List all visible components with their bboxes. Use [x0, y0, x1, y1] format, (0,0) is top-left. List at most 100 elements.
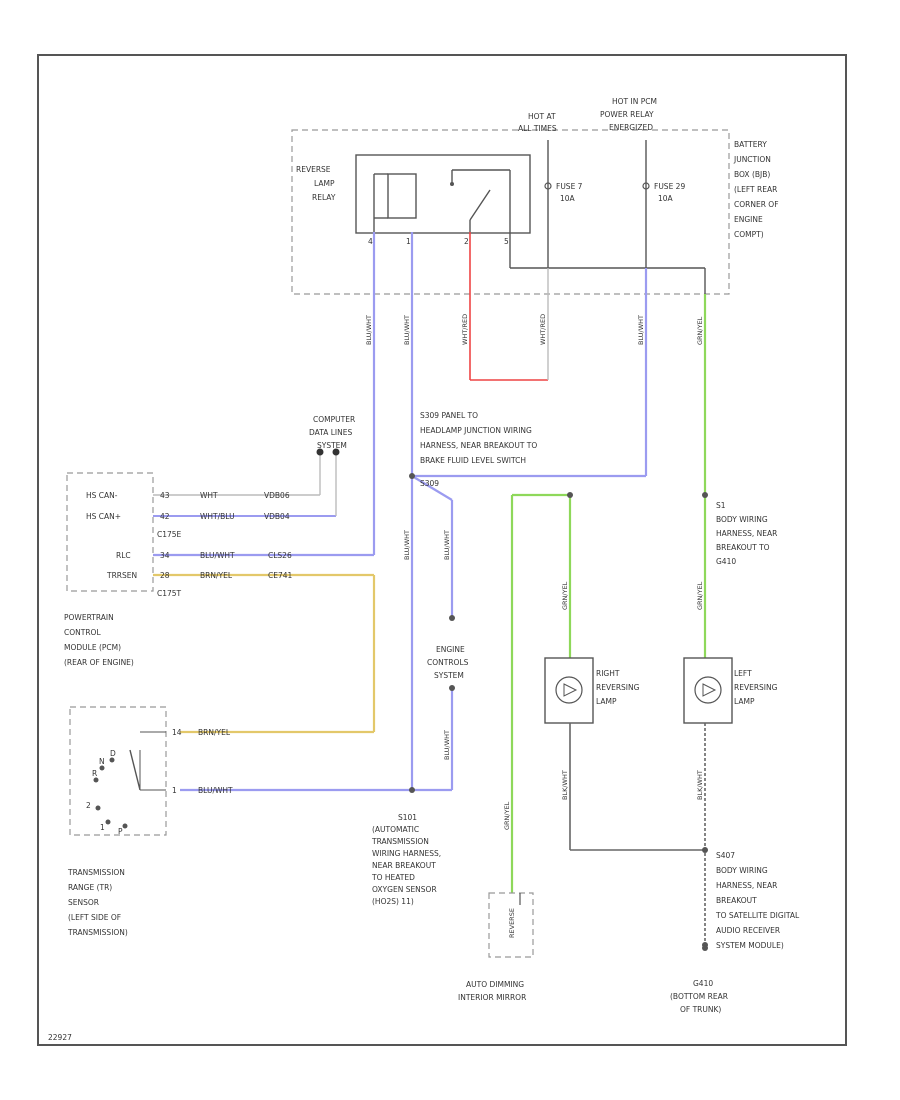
pcm-row1-pin: 43 [160, 491, 170, 500]
trs-color-1: BLU/WHT [198, 786, 233, 795]
pcm-row4-pin: 34 [160, 551, 170, 560]
pcm-box [66, 472, 154, 592]
relay-pin-1: 1 [406, 237, 411, 246]
wire-label-7: BLU/WHT [403, 530, 411, 560]
reference-code: 22927 [48, 1033, 72, 1042]
trs-pos-n: N [99, 757, 105, 766]
wire-label-4: WHT/RED [539, 314, 547, 345]
wire-label-5: BLU/WHT [637, 315, 645, 345]
engine-controls-3: SYSTEM [434, 671, 464, 680]
pcm-row2-color: WHT/BLU [200, 512, 235, 521]
trs-pos-r: R [92, 769, 97, 778]
pcm-row2-circuit: VDB04 [264, 512, 290, 521]
engine-controls-1: ENGINE [436, 645, 465, 654]
fuse7-line1: FUSE 7 [556, 182, 583, 191]
pcm-row2-label: HS CAN+ [86, 512, 121, 521]
wire-label-11: GRN/YEL [503, 801, 511, 830]
s101-3: TRANSMISSION [371, 837, 429, 846]
bjb-line5: CORNER OF [734, 200, 779, 209]
wire-label-13: BLK/WHT [696, 770, 704, 800]
s407-1: S407 [716, 851, 735, 860]
hot-pcm-line3: ENERGIZED [609, 123, 653, 132]
pcm-row1-circuit: VDB06 [264, 491, 290, 500]
cdl-line3: SYSTEM [317, 441, 347, 450]
s407-6: AUDIO RECEIVER [716, 926, 780, 935]
bjb-line7: COMPT) [734, 230, 764, 239]
pcm-row3-circuit: C175E [157, 530, 182, 539]
g410-3: OF TRUNK) [680, 1005, 721, 1014]
trs-box [69, 706, 167, 836]
hot-all-times-line1: HOT AT [528, 112, 556, 121]
wire-label-10: GRN/YEL [696, 581, 704, 610]
left-lamp-2: REVERSING [734, 683, 778, 692]
mirror-caption-2: INTERIOR MIRROR [458, 993, 526, 1002]
g410-2: (BOTTOM REAR [670, 992, 728, 1001]
bjb-line4: (LEFT REAR [734, 185, 777, 194]
pcm-row1-label: HS CAN- [86, 491, 118, 500]
wire-label-6: GRN/YEL [696, 316, 704, 345]
bjb-line1: BATTERY [734, 140, 767, 149]
right-lamp-1: RIGHT [596, 669, 620, 678]
left-lamp-1: LEFT [734, 669, 752, 678]
wire-label-8: BLU/WHT [443, 530, 451, 560]
relay-pin-4: 4 [368, 237, 373, 246]
s101-2: (AUTOMATIC [372, 825, 419, 834]
wire-label-1: BLU/WHT [365, 315, 373, 345]
fuse29-line2: 10A [658, 194, 674, 203]
pcm-caption-1: POWERTRAIN [64, 613, 114, 622]
wire-label-2: BLU/WHT [403, 315, 411, 345]
trs-caption-5: TRANSMISSION) [67, 928, 128, 937]
bjb-line3: BOX (BJB) [734, 170, 770, 179]
wire-label-9: GRN/YEL [561, 581, 569, 610]
trs-caption-4: (LEFT SIDE OF [68, 913, 121, 922]
pcm-row4-circuit: CLS26 [268, 551, 292, 560]
s1-5: G410 [716, 557, 736, 566]
hot-pcm-line2: POWER RELAY [600, 110, 654, 119]
hot-all-times-line2: ALL TIMES [518, 124, 557, 133]
mirror-reverse-label: REVERSE [508, 908, 516, 938]
s309-line2: HEADLAMP JUNCTION WIRING [420, 426, 532, 435]
pcm-row6-circuit: C175T [157, 589, 182, 598]
s101-4: WIRING HARNESS, [372, 849, 441, 858]
s309-line1: S309 PANEL TO [420, 411, 478, 420]
engine-controls-2: CONTROLS [427, 658, 469, 667]
trs-pos-p: P [118, 827, 123, 836]
s407-4: BREAKOUT [716, 896, 757, 905]
trs-pin-14: 14 [172, 728, 182, 737]
relay-pin-5: 5 [504, 237, 509, 246]
s407-3: HARNESS, NEAR [716, 881, 777, 890]
right-lamp-3: LAMP [596, 697, 617, 706]
trs-caption-3: SENSOR [68, 898, 99, 907]
trs-pos-2: 2 [86, 801, 91, 810]
s1-2: BODY WIRING [716, 515, 768, 524]
s101-7: OXYGEN SENSOR [372, 885, 437, 894]
splice-s309 [409, 473, 415, 479]
pcm-row5-label: TRRSEN [106, 571, 137, 580]
pcm-caption-3: MODULE (PCM) [64, 643, 121, 652]
reverse-lamp-relay [355, 154, 531, 234]
battery-junction-box [291, 129, 730, 295]
s1-3: HARNESS, NEAR [716, 529, 777, 538]
relay-switch [469, 189, 491, 221]
trs-pos-1: 1 [100, 823, 105, 832]
bjb-line2: JUNCTION [733, 155, 771, 164]
fuse29-symbol [642, 182, 650, 190]
left-reversing-lamp [683, 657, 733, 724]
auto-dimming-mirror-box [488, 892, 534, 958]
wire-label-12: BLK/WHT [561, 770, 569, 800]
pcm-row2-pin: 42 [160, 512, 170, 521]
fuse7-symbol [544, 182, 552, 190]
s407-7: SYSTEM MODULE) [716, 941, 784, 950]
splice-s101 [409, 787, 415, 793]
trs-color-14: BRN/YEL [198, 728, 231, 737]
s1-1: S1 [716, 501, 726, 510]
pcm-row5-pin: 28 [160, 571, 170, 580]
relay-coil [387, 173, 417, 219]
wire-label-3: WHT/RED [461, 314, 469, 345]
relay-pin-2: 2 [464, 237, 469, 246]
pcm-row5-circuit: CE741 [268, 571, 293, 580]
s309-line4: BRAKE FLUID LEVEL SWITCH [420, 456, 526, 465]
s407-5: TO SATELLITE DIGITAL [715, 911, 800, 920]
hot-pcm-line1: HOT IN PCM [612, 97, 657, 106]
